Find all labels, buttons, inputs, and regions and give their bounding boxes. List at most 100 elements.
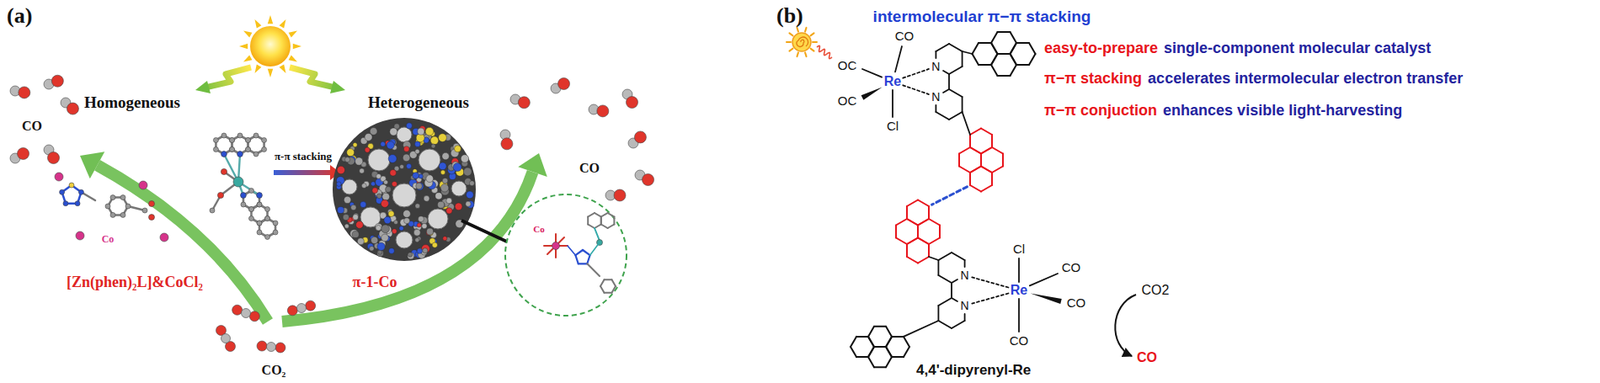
pyridine-bond [943, 89, 950, 93]
carbon-atom [221, 133, 227, 139]
carbon-atom [248, 216, 254, 222]
oxygen-atom [626, 96, 639, 109]
framework-pore [396, 127, 412, 143]
framework-atom [375, 225, 381, 231]
pyrene-bond [970, 147, 982, 155]
framework-atom [357, 238, 364, 246]
sun-ray [810, 32, 815, 36]
nitrogen-atom [240, 192, 247, 199]
pyrene-bond [991, 32, 998, 43]
carbon-atom [256, 202, 262, 208]
pyridine-bond [943, 70, 950, 75]
highlight-term: π−π stacking [1044, 69, 1142, 88]
framework-atom [381, 224, 390, 234]
pyrene-bond [972, 42, 980, 54]
framework-atom [402, 154, 411, 162]
pyrene-bond [1016, 42, 1030, 44]
coordination-bond [590, 242, 600, 256]
pyrene-bond [906, 218, 918, 226]
framework-atom [380, 199, 389, 208]
inset-zoom [505, 194, 627, 316]
panel-letter: (a) [6, 3, 32, 29]
pyrene-bond [928, 238, 940, 246]
tetrazole-bond [575, 250, 583, 256]
carbon-atom [120, 195, 126, 201]
wedge-bond [861, 87, 883, 101]
pyrene-bond [970, 147, 982, 155]
cobalt-ion [160, 233, 169, 242]
framework-atom [421, 245, 431, 254]
framework-atom [416, 248, 422, 254]
ring-bond [612, 279, 617, 287]
framework-atom [412, 172, 420, 180]
sun-ray [267, 15, 273, 24]
framework-atom [440, 183, 449, 192]
carbon-atom [110, 212, 116, 218]
framework-atom [351, 204, 358, 211]
pyridine-bond [949, 66, 963, 75]
framework-atom [380, 141, 386, 147]
pyrene-bond [1010, 64, 1018, 76]
ligand-molecule [54, 172, 169, 242]
framework-atom [376, 193, 382, 199]
pyrene-bond [981, 128, 992, 136]
pyrene-bond [1029, 42, 1036, 54]
pyrene-bond [970, 166, 982, 174]
sun-ray [796, 27, 799, 32]
framework-atom [355, 157, 363, 166]
carbon-atom [213, 147, 219, 153]
metal-label: Re [1009, 282, 1029, 299]
atom-label: N [960, 298, 971, 313]
pyrene-bond [981, 147, 992, 155]
framework-atom [465, 201, 471, 207]
sun-ray [789, 48, 793, 52]
framework-atom [442, 236, 448, 241]
oxygen-atom [634, 131, 646, 144]
pyrene-bond [1016, 64, 1030, 66]
framework-atom [407, 252, 412, 257]
ligand-label: OC [837, 93, 859, 108]
framework-atom [388, 210, 395, 217]
pyrene-bond [997, 31, 1011, 33]
pyrene-bond [917, 218, 929, 226]
light-bolt-head [330, 80, 346, 94]
framework-atom [343, 196, 351, 203]
carbon-atom [240, 192, 246, 198]
reaction-arrow [1114, 294, 1136, 357]
atom-label: Co [101, 234, 115, 246]
biaryl-bond [903, 320, 939, 337]
carbon-atom [256, 229, 262, 235]
pyrene-bond [917, 256, 929, 264]
carbon-atom [245, 147, 251, 153]
carbonyl-bond [1029, 273, 1058, 286]
carbonyl-bond [895, 46, 902, 72]
pyrene-bond [1010, 53, 1018, 65]
pyrene-bond [906, 206, 908, 219]
carbon-atom [110, 195, 116, 201]
phen-bond [587, 224, 595, 230]
framework-atom [382, 192, 390, 201]
sun-ray [255, 19, 262, 28]
cobalt-ion [138, 181, 148, 190]
pyrene-bond [891, 356, 904, 358]
pyrene-bond [970, 166, 982, 174]
framework-atom [416, 223, 422, 228]
framework-atom [389, 248, 395, 255]
framework-atom [405, 163, 411, 169]
framework-atom [336, 181, 342, 187]
framework-pore [418, 149, 441, 171]
pyrene-bond [1010, 32, 1018, 43]
pyrene-bond [850, 346, 857, 358]
phen-bond [608, 213, 615, 218]
sun-ray [812, 41, 817, 43]
framework-atom [364, 133, 373, 141]
pyrene-bond [874, 366, 886, 368]
zinc-complex [209, 133, 278, 240]
framework-atom [369, 245, 375, 251]
pyrene-bond [959, 166, 971, 174]
green-arrow-head [80, 151, 105, 179]
carbonyl-bond [862, 69, 882, 78]
sun-ray [267, 69, 273, 78]
pyrene-bond [896, 238, 907, 246]
